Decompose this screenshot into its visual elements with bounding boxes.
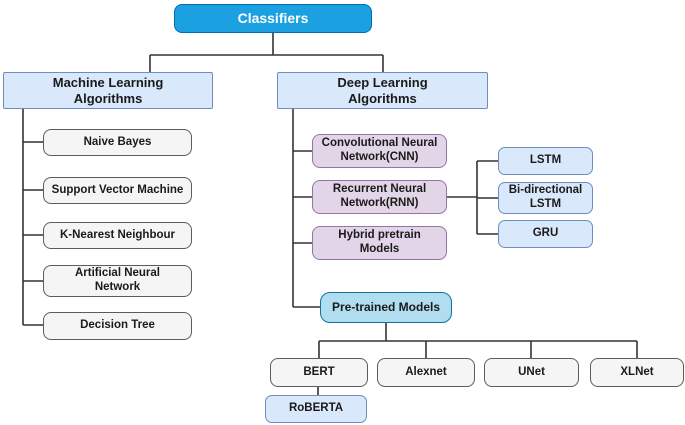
node-bidirectional-lstm: Bi-directional LSTM: [498, 182, 593, 214]
connector-dl-trunk: [292, 109, 320, 308]
node-support-vector-machine: Support Vector Machine: [43, 177, 192, 204]
node-bert: BERT: [270, 358, 368, 387]
connector-root-split: [149, 33, 384, 72]
node-roberta: RoBERTA: [265, 395, 367, 423]
connector-rnn-variants: [447, 160, 498, 235]
node-gru: GRU: [498, 220, 593, 248]
node-pretrained-models: Pre-trained Models: [320, 292, 452, 323]
node-alexnet: Alexnet: [377, 358, 475, 387]
node-hybrid-pretrain-models: Hybrid pretrain Models: [312, 226, 447, 260]
node-artificial-neural-network: Artificial Neural Network: [43, 265, 192, 297]
node-deep-learning-algorithms: Deep Learning Algorithms: [277, 72, 488, 109]
connector-pretrained-children: [318, 323, 638, 358]
node-machine-learning-algorithms: Machine Learning Algorithms: [3, 72, 213, 109]
node-k-nearest-neighbour: K-Nearest Neighbour: [43, 222, 192, 249]
connector-ml-trunk: [22, 109, 43, 326]
node-cnn: Convolutional Neural Network(CNN): [312, 134, 447, 168]
node-xlnet: XLNet: [590, 358, 684, 387]
node-decision-tree: Decision Tree: [43, 312, 192, 340]
node-classifiers: Classifiers: [174, 4, 372, 33]
node-naive-bayes: Naive Bayes: [43, 129, 192, 156]
node-unet: UNet: [484, 358, 579, 387]
node-rnn: Recurrent Neural Network(RNN): [312, 180, 447, 214]
node-lstm: LSTM: [498, 147, 593, 175]
